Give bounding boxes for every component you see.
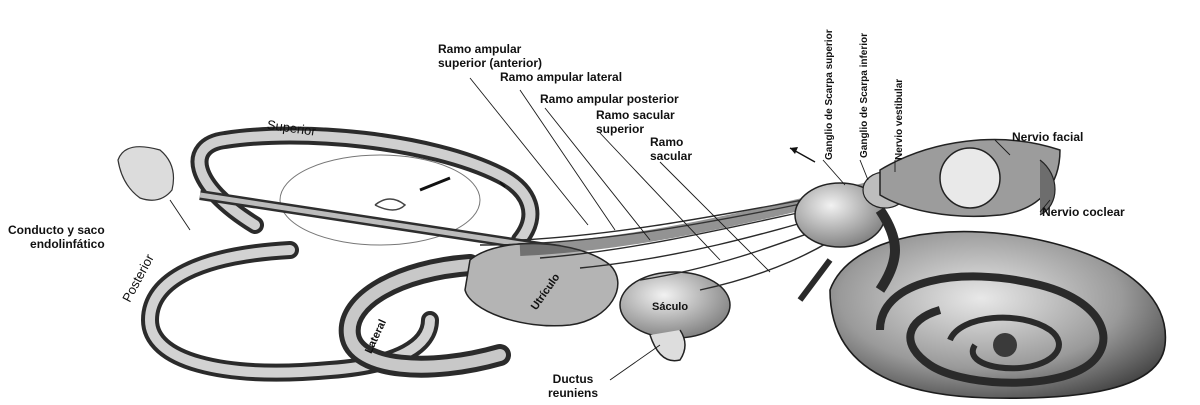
- label-line: Sáculo: [652, 300, 688, 314]
- label-line: superior (anterior): [438, 56, 542, 70]
- label-line: Ramo sacular: [596, 108, 675, 122]
- label-line: Ramo ampular lateral: [500, 70, 622, 84]
- label-ductus-reuniens: Ductus reuniens: [548, 372, 598, 400]
- label-line: reuniens: [548, 386, 598, 400]
- label-ramo-sacular: Ramo sacular: [650, 135, 692, 163]
- label-line: Nervio vestibular: [893, 79, 907, 160]
- label-conducto-saco: Conducto y saco endolinfático: [8, 223, 105, 251]
- label-ganglio-scarpa-superior: Ganglio de Scarpa superior: [823, 29, 837, 160]
- label-nervio-facial: Nervio facial: [1012, 130, 1083, 144]
- label-ramo-ampular-superior: Ramo ampular superior (anterior): [438, 42, 542, 70]
- label-ramo-ampular-posterior: Ramo ampular posterior: [540, 92, 679, 106]
- cochlea: [830, 232, 1165, 399]
- label-line: Ganglio de Scarpa superior: [823, 29, 837, 160]
- label-saculo: Sáculo: [652, 300, 688, 314]
- label-line: superior: [596, 122, 675, 136]
- label-line: Nervio coclear: [1042, 205, 1125, 219]
- label-nervio-vestibular: Nervio vestibular: [893, 79, 907, 160]
- label-nervio-coclear: Nervio coclear: [1042, 205, 1125, 219]
- label-line: Ductus: [548, 372, 598, 386]
- label-line: Ramo ampular: [438, 42, 542, 56]
- label-line: Ramo ampular posterior: [540, 92, 679, 106]
- endolymphatic-sac: [118, 147, 174, 201]
- label-line: endolinfático: [8, 237, 105, 251]
- facial-nerve-section: [940, 148, 1000, 208]
- label-line: sacular: [650, 149, 692, 163]
- label-ganglio-scarpa-inferior: Ganglio de Scarpa inferior: [858, 33, 872, 158]
- label-line: Conducto y saco: [8, 223, 105, 237]
- ductus-reuniens: [650, 330, 685, 361]
- label-ramo-ampular-lateral: Ramo ampular lateral: [500, 70, 622, 84]
- label-line: Ramo: [650, 135, 692, 149]
- label-line: Nervio facial: [1012, 130, 1083, 144]
- label-line: Ganglio de Scarpa inferior: [858, 33, 872, 158]
- label-ramo-sacular-superior: Ramo sacular superior: [596, 108, 675, 136]
